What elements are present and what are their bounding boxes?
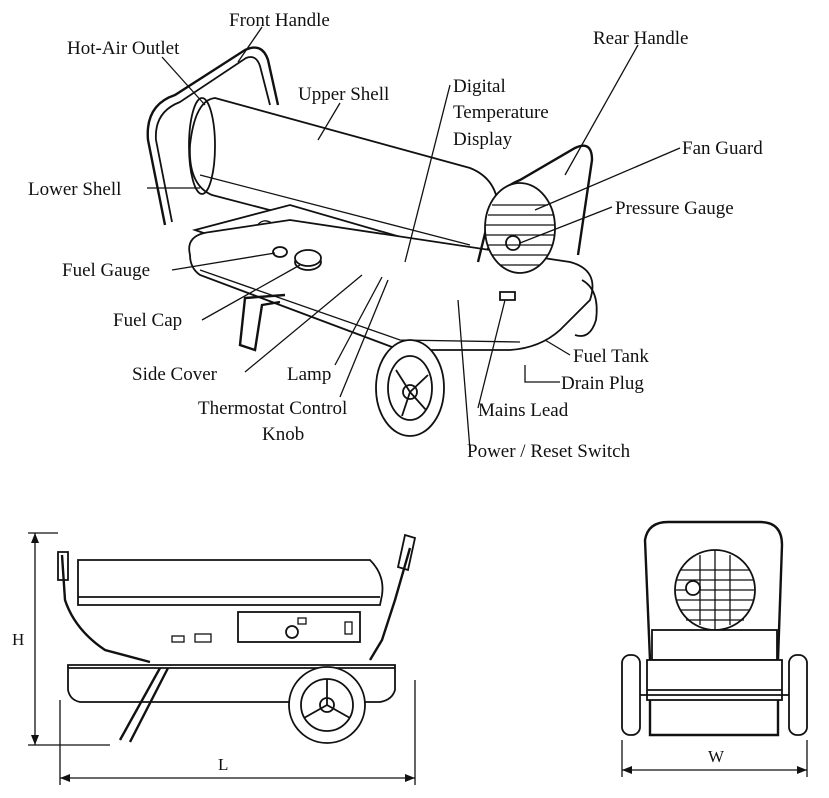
dimension-width-label: W — [708, 747, 725, 766]
label-thermostat-line2: Knob — [262, 424, 304, 445]
label-upper-shell: Upper Shell — [298, 84, 389, 105]
label-lower-shell: Lower Shell — [28, 179, 121, 200]
label-rear-handle: Rear Handle — [593, 28, 688, 49]
label-digital-display-line3: Display — [453, 129, 513, 150]
label-thermostat-line1: Thermostat Control — [198, 398, 347, 419]
label-drain-plug: Drain Plug — [561, 373, 644, 394]
label-hot-air-outlet: Hot-Air Outlet — [67, 38, 180, 59]
label-power-reset-switch: Power / Reset Switch — [467, 441, 631, 462]
dimension-length-label: L — [218, 755, 228, 774]
label-fuel-gauge: Fuel Gauge — [62, 260, 150, 281]
label-digital-display-line2: Temperature — [453, 102, 549, 123]
label-side-cover: Side Cover — [132, 364, 218, 385]
dimension-height-label: H — [12, 630, 24, 649]
label-fuel-cap: Fuel Cap — [113, 310, 182, 331]
leader-lines — [147, 26, 681, 451]
heater-rear-elevation — [621, 520, 808, 777]
label-front-handle: Front Handle — [229, 10, 330, 31]
heater-side-elevation — [28, 532, 417, 785]
label-lamp: Lamp — [287, 364, 331, 385]
label-fuel-tank: Fuel Tank — [573, 346, 649, 367]
label-fan-guard: Fan Guard — [682, 138, 763, 159]
label-pressure-gauge: Pressure Gauge — [615, 198, 734, 219]
heater-isometric-drawing — [146, 46, 598, 437]
label-mains-lead: Mains Lead — [478, 400, 569, 421]
label-digital-display-line1: Digital — [453, 76, 506, 97]
